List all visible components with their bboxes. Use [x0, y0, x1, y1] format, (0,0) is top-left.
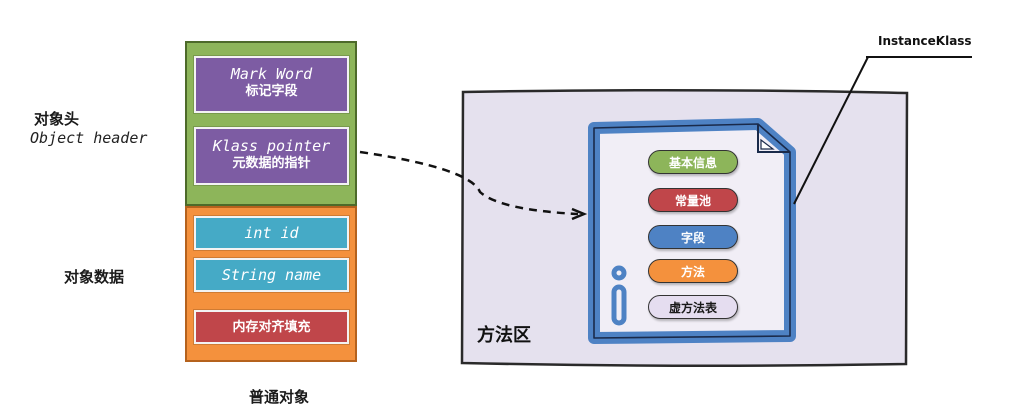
pill-methods: 方法: [648, 259, 738, 283]
mark-word-field: Mark Word 标记字段: [194, 56, 349, 113]
klass-pointer-cn: 元数据的指针: [232, 156, 311, 171]
klass-pointer-arrow: [359, 150, 579, 216]
arrow-head: [571, 207, 588, 221]
mark-word-en: Mark Word: [230, 65, 313, 83]
string-name-label: String name: [221, 266, 322, 284]
pill-basic-info: 基本信息: [648, 150, 738, 174]
padding-field: 内存对齐填充: [194, 310, 349, 344]
object-header-block: Mark Word 标记字段 Klass pointer 元数据的指针: [185, 41, 357, 206]
object-header-label-en: Object header: [30, 129, 148, 147]
object-header-label: 对象头: [34, 110, 80, 128]
instance-klass-leader-line: [793, 56, 869, 205]
string-name-field: String name: [194, 258, 349, 292]
object-caption: 普通对象: [249, 388, 310, 406]
klass-pointer-field: Klass pointer 元数据的指针: [194, 127, 349, 185]
pill-vtable: 虚方法表: [648, 295, 738, 319]
object-data-label: 对象数据: [64, 268, 125, 286]
object-data-block: int id String name 内存对齐填充: [185, 206, 357, 362]
klass-pointer-en: Klass pointer: [212, 137, 331, 155]
padding-label: 内存对齐填充: [232, 320, 311, 335]
int-id-field: int id: [194, 216, 349, 250]
pill-constant-pool: 常量池: [648, 188, 738, 212]
method-area-label: 方法区: [477, 325, 531, 346]
pill-fields: 字段: [648, 225, 738, 249]
instance-klass-label: InstanceKlass: [878, 34, 972, 48]
mark-word-cn: 标记字段: [245, 84, 298, 99]
int-id-label: int id: [244, 224, 299, 242]
